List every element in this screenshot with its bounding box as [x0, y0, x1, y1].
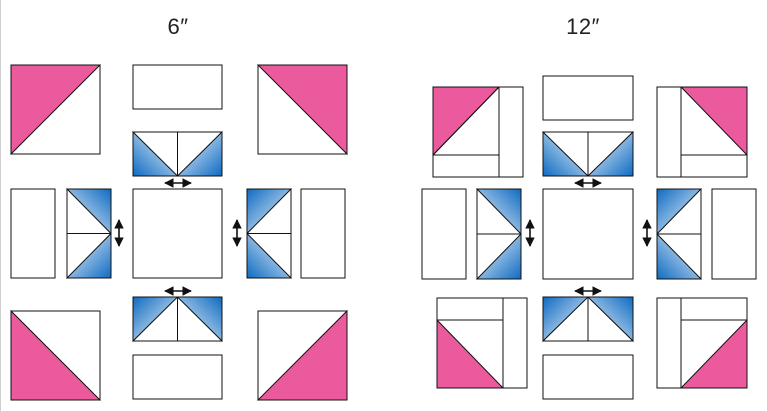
p12-bottom-flying-geese-left-wing	[542, 296, 590, 343]
p6-bottom-flying-geese-right-wing	[176, 296, 223, 343]
p12-corner-bl-pink-triangle	[436, 318, 505, 389]
p12-corner-tr-side-strip	[656, 86, 682, 178]
p6-right-flying-geese-bottom-wing	[246, 232, 293, 279]
p12-corner-br-top-strip	[680, 297, 748, 321]
p6-corner-tl-pink-triangle	[10, 64, 102, 156]
p12-corner-tl-diagonal	[432, 86, 500, 156]
p12-corner-tl-bottom-strip	[432, 154, 500, 178]
p12-right-flying-geese-bottom-wing	[656, 232, 703, 280]
p6-corner-br-pink-triangle	[256, 309, 348, 401]
p6-left-flying-geese-top-wing	[65, 188, 112, 235]
p12-corner-tr-pink-triangle	[679, 86, 748, 157]
p12-corner-tr-bottom-strip	[680, 154, 748, 178]
p12-right-flying-geese-top-wing	[656, 188, 703, 236]
p12-left-flying-geese-bottom-wing	[475, 232, 522, 280]
p12-corner-tl-side-strip	[498, 86, 524, 178]
p12-top-rectangle	[542, 75, 634, 121]
p12-corner-br-side-strip	[656, 297, 682, 389]
panel-12-title: 12″	[566, 14, 600, 39]
p12-bottom-flying-geese-right-wing	[586, 296, 634, 343]
p6-left-flying-geese-bottom-wing	[65, 232, 112, 279]
p12-right-rectangle	[711, 188, 757, 280]
p6-corner-tr-pink-triangle	[256, 64, 348, 156]
p12-left-flying-geese-top-wing	[475, 188, 522, 236]
p6-left-rectangle	[10, 188, 56, 279]
panel-6-title: 6″	[167, 14, 189, 39]
p6-bottom-rectangle	[132, 354, 223, 400]
p6-bottom-flying-geese-left-wing	[132, 296, 179, 343]
p6-corner-bl-pink-triangle	[10, 309, 102, 401]
p6-top-rectangle	[132, 64, 223, 110]
p6-right-flying-geese-top-wing	[246, 188, 293, 235]
p12-corner-bl-side-strip	[502, 297, 528, 389]
p12-left-rectangle	[421, 188, 467, 280]
p6-top-flying-geese-left-wing	[132, 130, 179, 177]
p6-right-rectangle	[300, 188, 346, 279]
p12-bottom-rectangle	[542, 354, 634, 400]
p12-center-square	[542, 188, 634, 280]
p12-top-flying-geese-left-wing	[542, 130, 590, 177]
p6-top-flying-geese-right-wing	[176, 130, 223, 177]
p12-top-flying-geese-right-wing	[586, 130, 634, 177]
p12-corner-bl-top-strip	[436, 297, 504, 321]
p12-corner-br-pink-triangle	[679, 318, 748, 389]
p6-center-square	[132, 188, 223, 279]
